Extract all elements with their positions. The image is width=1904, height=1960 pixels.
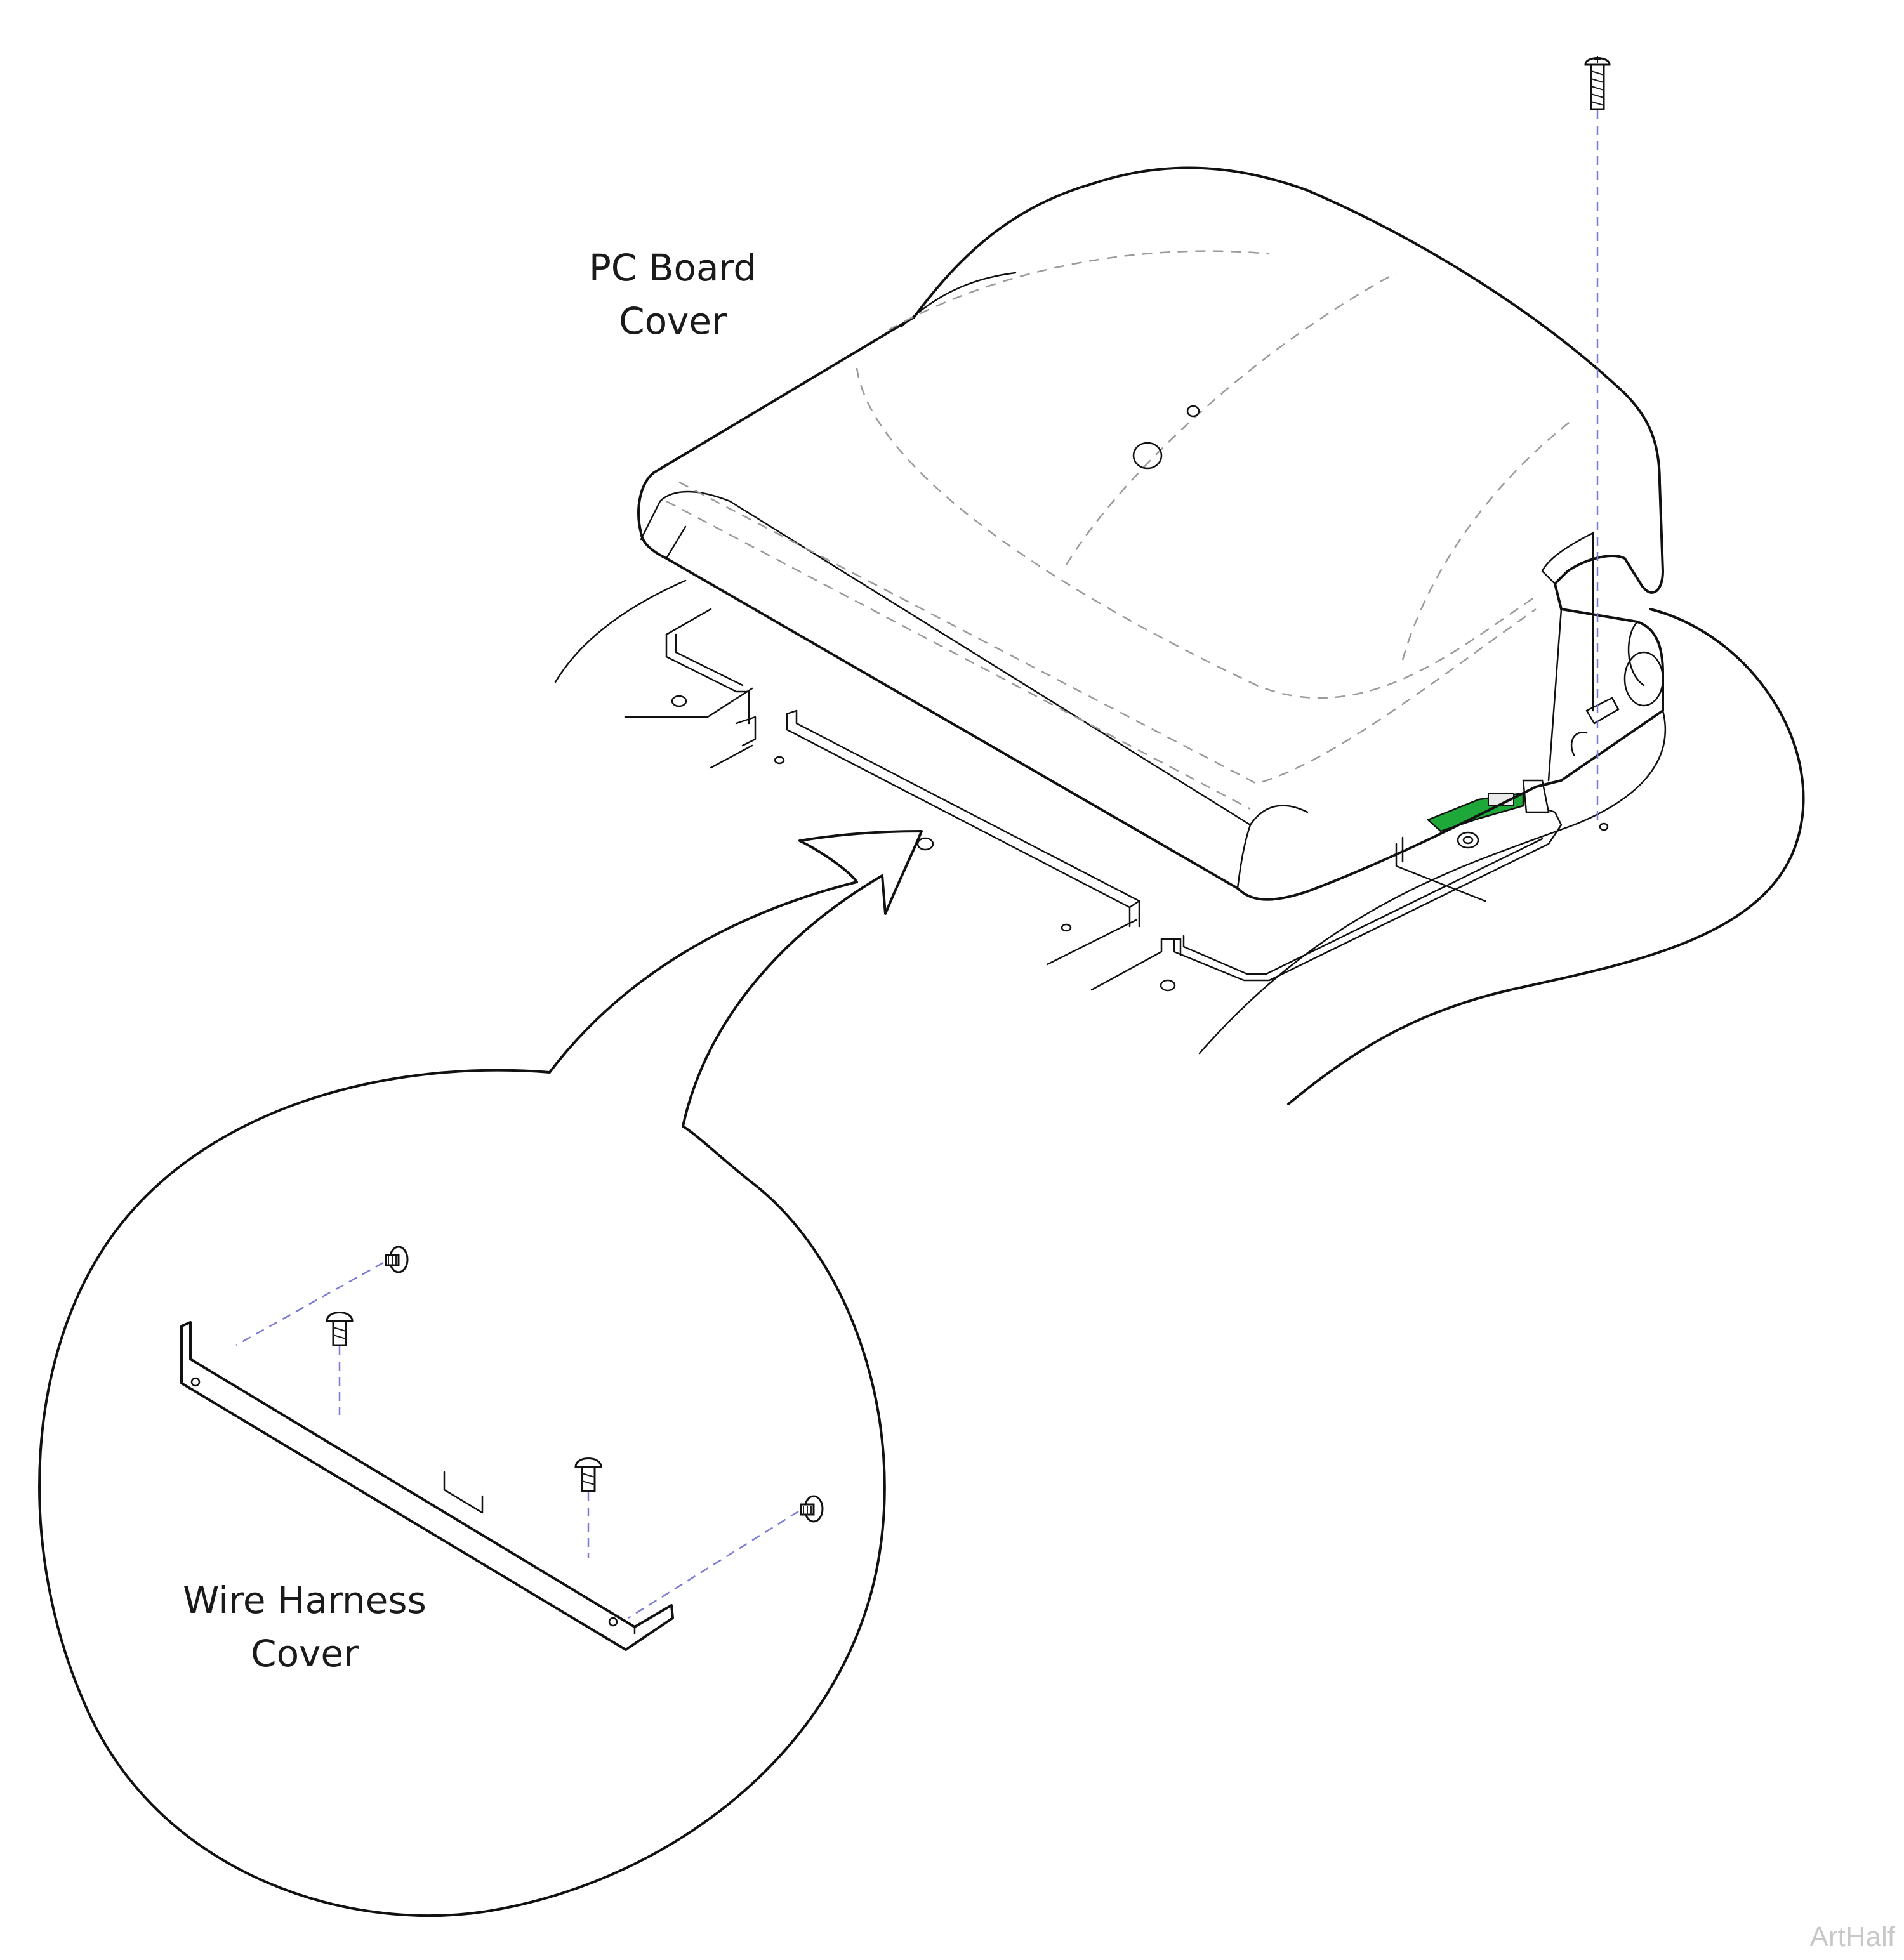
cover-contour-lines — [666, 250, 1575, 810]
pc-board-cover — [637, 166, 1664, 901]
detail-screws — [326, 1246, 824, 1523]
detail-callout — [38, 830, 923, 1917]
pc-board-cover-label-line1: PC Board — [588, 246, 757, 289]
pc-board-cover-label-line2: Cover — [619, 299, 727, 343]
pc-board — [1426, 779, 1550, 832]
wire-harness-cover-label-line1: Wire Harness — [183, 1579, 426, 1622]
detail-screw-axes — [235, 1261, 799, 1619]
wire-harness-cover-label: Wire Harness Cover — [146, 1574, 463, 1680]
wire-harness-cover — [180, 1321, 674, 1651]
base-plate — [624, 687, 1182, 991]
watermark: ArtHalf — [1809, 1921, 1895, 1952]
base-holes — [671, 695, 1609, 992]
mounting-rail — [665, 608, 1563, 982]
side-screw-upper — [385, 1246, 409, 1273]
side-screw-lower — [800, 1495, 824, 1523]
cover-holes — [1132, 405, 1200, 470]
top-screw-left — [326, 1312, 354, 1346]
base-outline — [554, 579, 1805, 1105]
top-screw-right — [574, 1457, 602, 1492]
pc-board-cover-label: PC Board Cover — [546, 241, 800, 348]
wire-harness-cover-label-line2: Cover — [251, 1632, 359, 1675]
cover-screw — [1584, 56, 1611, 110]
